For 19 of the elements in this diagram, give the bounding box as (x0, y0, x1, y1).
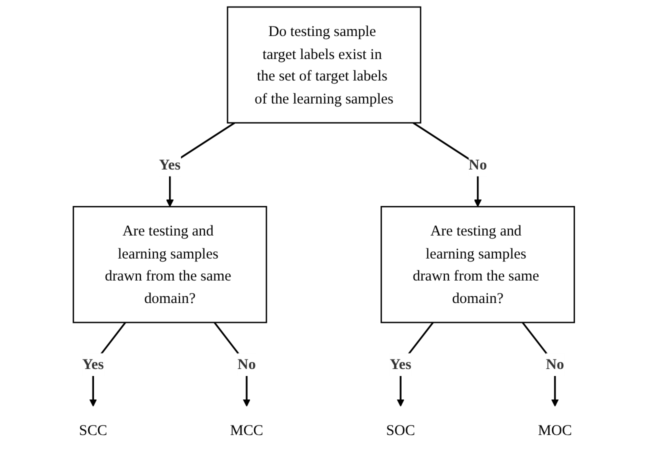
node-text: SCC (79, 422, 108, 439)
node-box: Are testing and learning samples drawn from the same domain? (380, 206, 575, 324)
node-box: Are testing and learning samples drawn from the same domain? (72, 206, 268, 324)
node-box: Do testing sample target labels exist in the set of target labels of the learning samples (226, 6, 422, 124)
edge-label: No (546, 356, 564, 372)
arrow (522, 322, 559, 407)
edge-label: Yes (82, 356, 104, 372)
arrow (214, 322, 251, 407)
node-text: MOC (538, 422, 572, 439)
edge-label: No (238, 356, 256, 372)
node-text: MCC (230, 422, 264, 439)
node-text: SOC (386, 422, 416, 439)
edge-label: No (468, 156, 487, 173)
edge-label: Yes (159, 156, 181, 173)
arrow (166, 122, 236, 207)
edge-label: Yes (390, 356, 412, 372)
arrow (89, 322, 126, 407)
arrow (412, 122, 482, 207)
arrow (396, 322, 434, 407)
